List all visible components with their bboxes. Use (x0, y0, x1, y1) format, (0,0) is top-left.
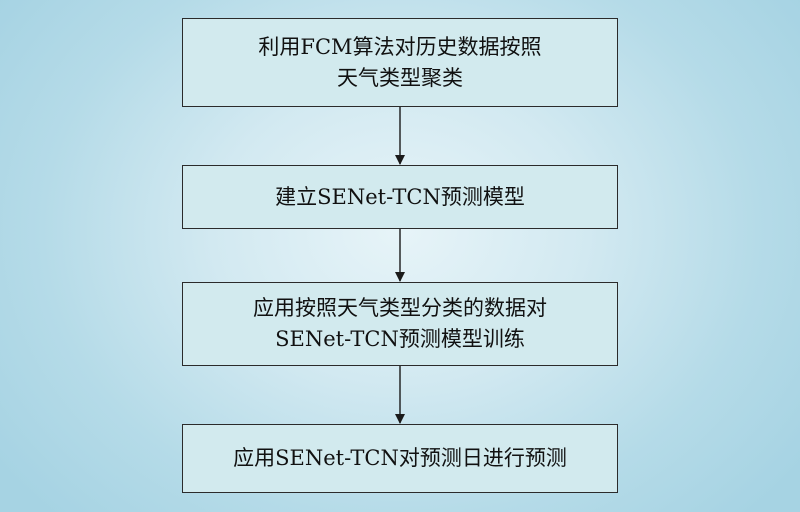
step-box-train-model: 应用按照天气类型分类的数据对 SENet-TCN预测模型训练 (182, 282, 618, 366)
step-text: SENet-TCN预测模型训练 (275, 327, 525, 351)
step-text: 应用按照天气类型分类的数据对 (253, 296, 547, 320)
step-text: 利用FCM算法对历史数据按照 (258, 34, 542, 59)
step-box-build-model: 建立SENet-TCN预测模型 (182, 165, 618, 229)
step-box-forecast: 应用SENet-TCN对预测日进行预测 (182, 424, 618, 493)
step-box-fcm-clustering: 利用FCM算法对历史数据按照 天气类型聚类 (182, 18, 618, 107)
step-text: 天气类型聚类 (337, 65, 463, 90)
step-text: 应用SENet-TCN对预测日进行预测 (233, 446, 567, 470)
step-text: 建立SENet-TCN预测模型 (275, 184, 525, 209)
